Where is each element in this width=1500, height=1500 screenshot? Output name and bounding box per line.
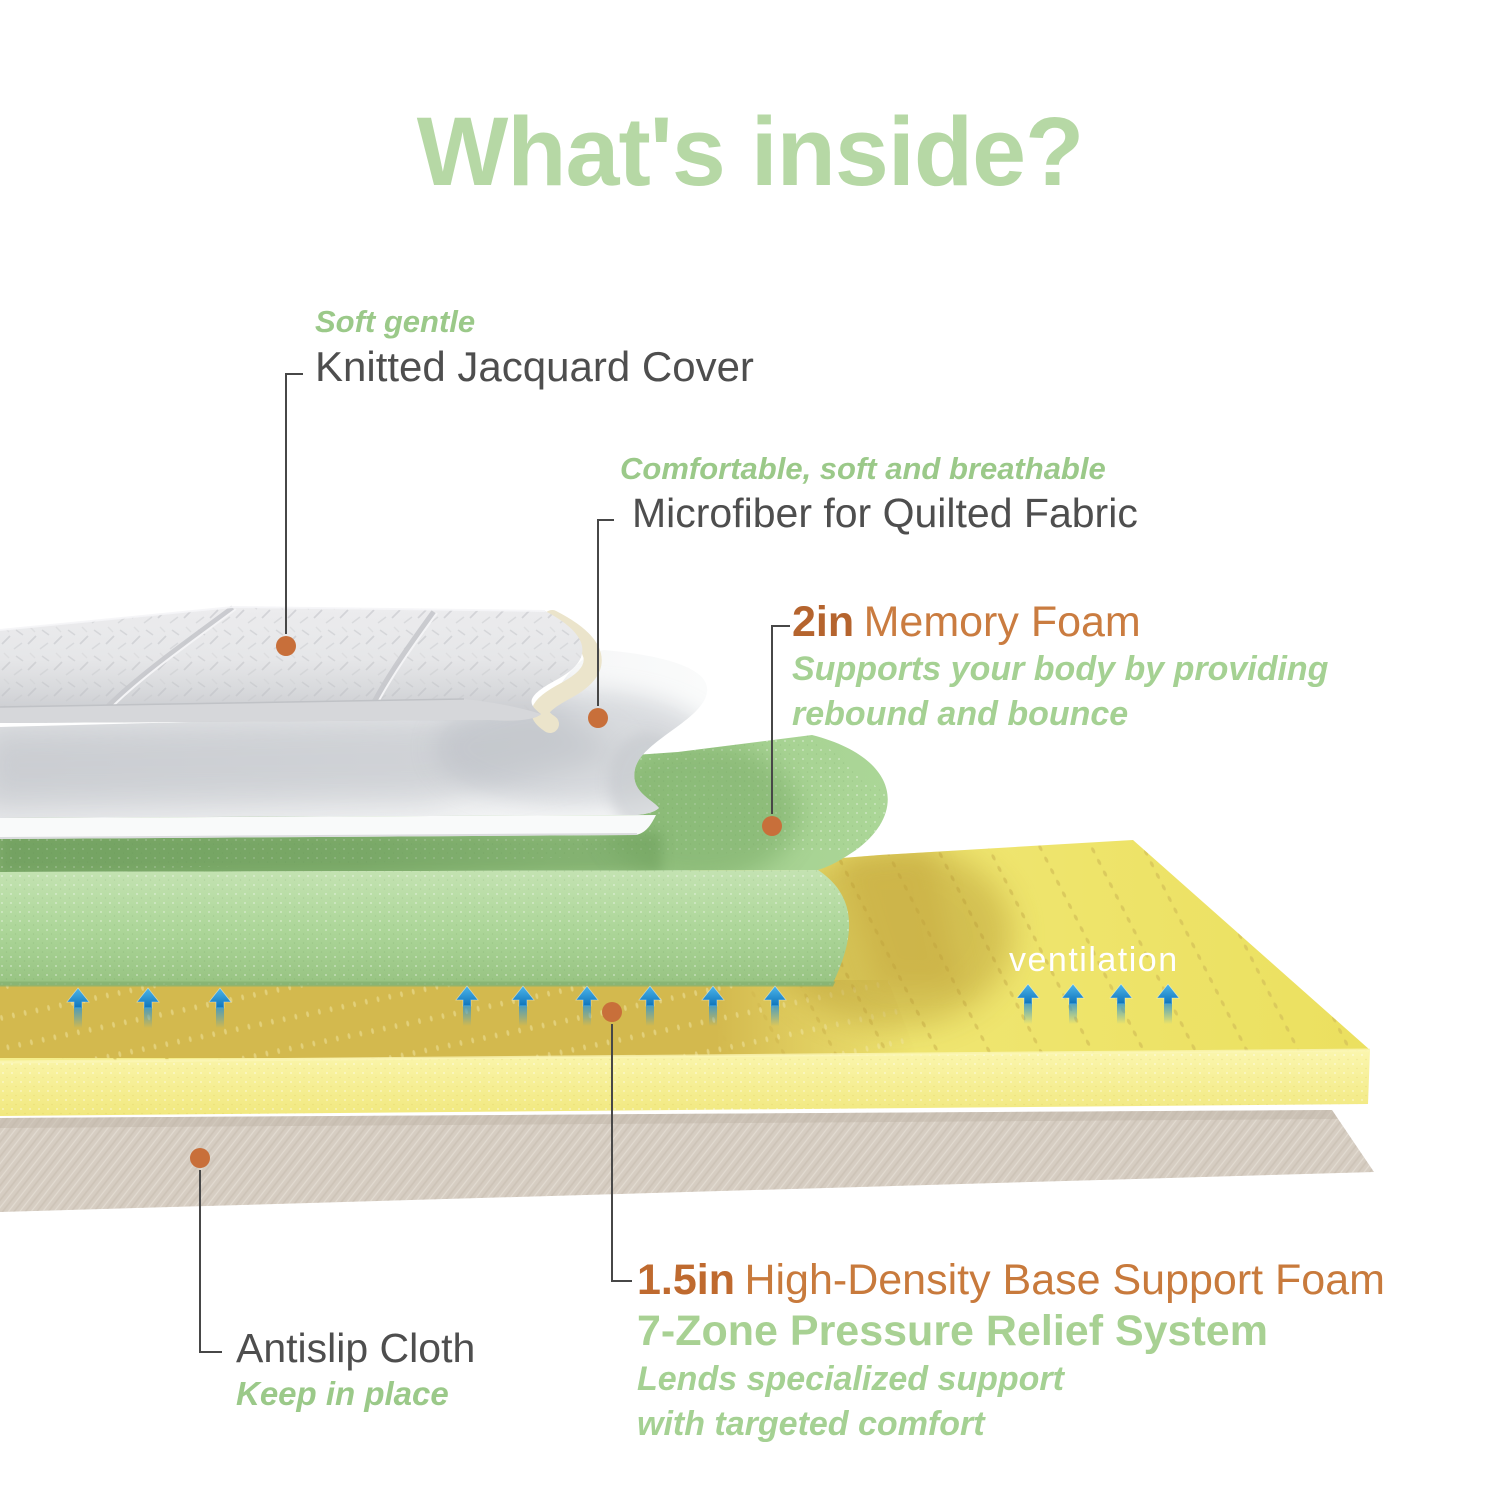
- cover-label-text: Knitted Jacquard Cover: [315, 342, 754, 390]
- base-foam-subtitle: 7-Zone Pressure Relief System: [637, 1306, 1268, 1355]
- antislip-tagline: Keep in place: [236, 1375, 449, 1413]
- callout-base-foam-dot: [602, 1002, 622, 1022]
- page-title: What's inside?: [416, 97, 1085, 206]
- base-foam-desc-2: with targeted comfort: [637, 1404, 985, 1443]
- ventilation-label: ventilation: [1009, 941, 1179, 979]
- callout-dots: [190, 636, 782, 1168]
- callout-antislip-dot: [190, 1148, 210, 1168]
- cover-callout: Soft gentle Knitted Jacquard Cover: [315, 303, 754, 392]
- memory-foam-desc-1: Supports your body by providing: [792, 650, 1329, 689]
- microfiber-layer: [0, 650, 708, 839]
- callout-base-foam-line: [611, 1024, 632, 1282]
- antislip-label-text: Antislip Cloth: [236, 1325, 476, 1371]
- base-foam-desc-1: Lends specialized support: [637, 1360, 1064, 1399]
- jacquard-cover-layer: [0, 605, 602, 733]
- callout-microfiber-line: [597, 519, 614, 706]
- microfiber-label-text: Microfiber for Quilted Fabric: [632, 489, 1138, 536]
- callout-microfiber-dot: [588, 708, 608, 728]
- callout-lines: [199, 373, 790, 1353]
- callout-antislip-line: [199, 1170, 222, 1353]
- base-foam-size: 1.5in: [637, 1256, 735, 1304]
- memory-foam-size: 2in: [792, 598, 855, 646]
- base-foam-name: High-Density Base Support Foam: [744, 1256, 1385, 1304]
- callout-memory-foam-dot: [762, 816, 782, 836]
- memory-foam-name: Memory Foam: [863, 598, 1141, 646]
- callout-cover-line: [285, 373, 303, 634]
- microfiber-tagline: Comfortable, soft and breathable: [620, 451, 1106, 486]
- callout-memory-foam-line: [771, 625, 790, 814]
- antislip-callout: Antislip Cloth Keep in place: [236, 1324, 475, 1414]
- antislip-cloth-layer: [0, 1110, 1374, 1212]
- cover-tagline: Soft gentle: [315, 304, 476, 339]
- memory-foam-desc-2: rebound and bounce: [792, 694, 1129, 733]
- microfiber-callout: Comfortable, soft and breathable Microfi…: [620, 450, 1138, 538]
- callout-cover-dot: [276, 636, 296, 656]
